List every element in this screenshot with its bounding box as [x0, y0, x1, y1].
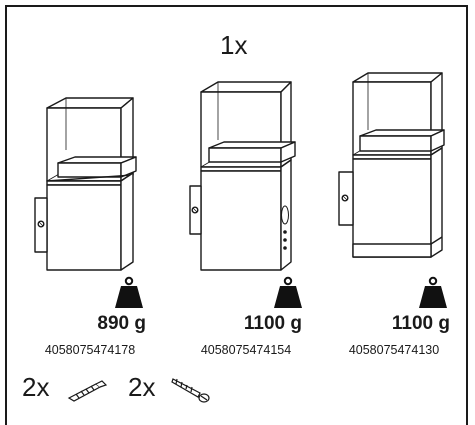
product-weight: 1100 g	[391, 313, 450, 334]
product-code: 4058075474154	[200, 343, 292, 357]
instruction-frame	[5, 5, 468, 425]
lamp-890g-drawing	[34, 97, 137, 271]
weight-icon	[419, 276, 447, 308]
lamp-1100g-a-drawing	[189, 81, 296, 271]
lamp-1100g-b-drawing	[338, 72, 445, 258]
wall-plug-icon	[67, 380, 108, 402]
product-code: 4058075474178	[44, 343, 136, 357]
top-quantity: 1x	[220, 30, 248, 60]
accessory-quantity: 2x	[128, 372, 156, 402]
screw-icon	[171, 378, 210, 403]
weight-icon	[115, 276, 143, 308]
product-code: 4058075474130	[348, 343, 440, 357]
weight-icon	[274, 276, 302, 308]
accessory-quantity: 2x	[22, 372, 50, 402]
product-weight: 890 g	[97, 313, 146, 334]
product-weight: 1100 g	[243, 313, 302, 334]
